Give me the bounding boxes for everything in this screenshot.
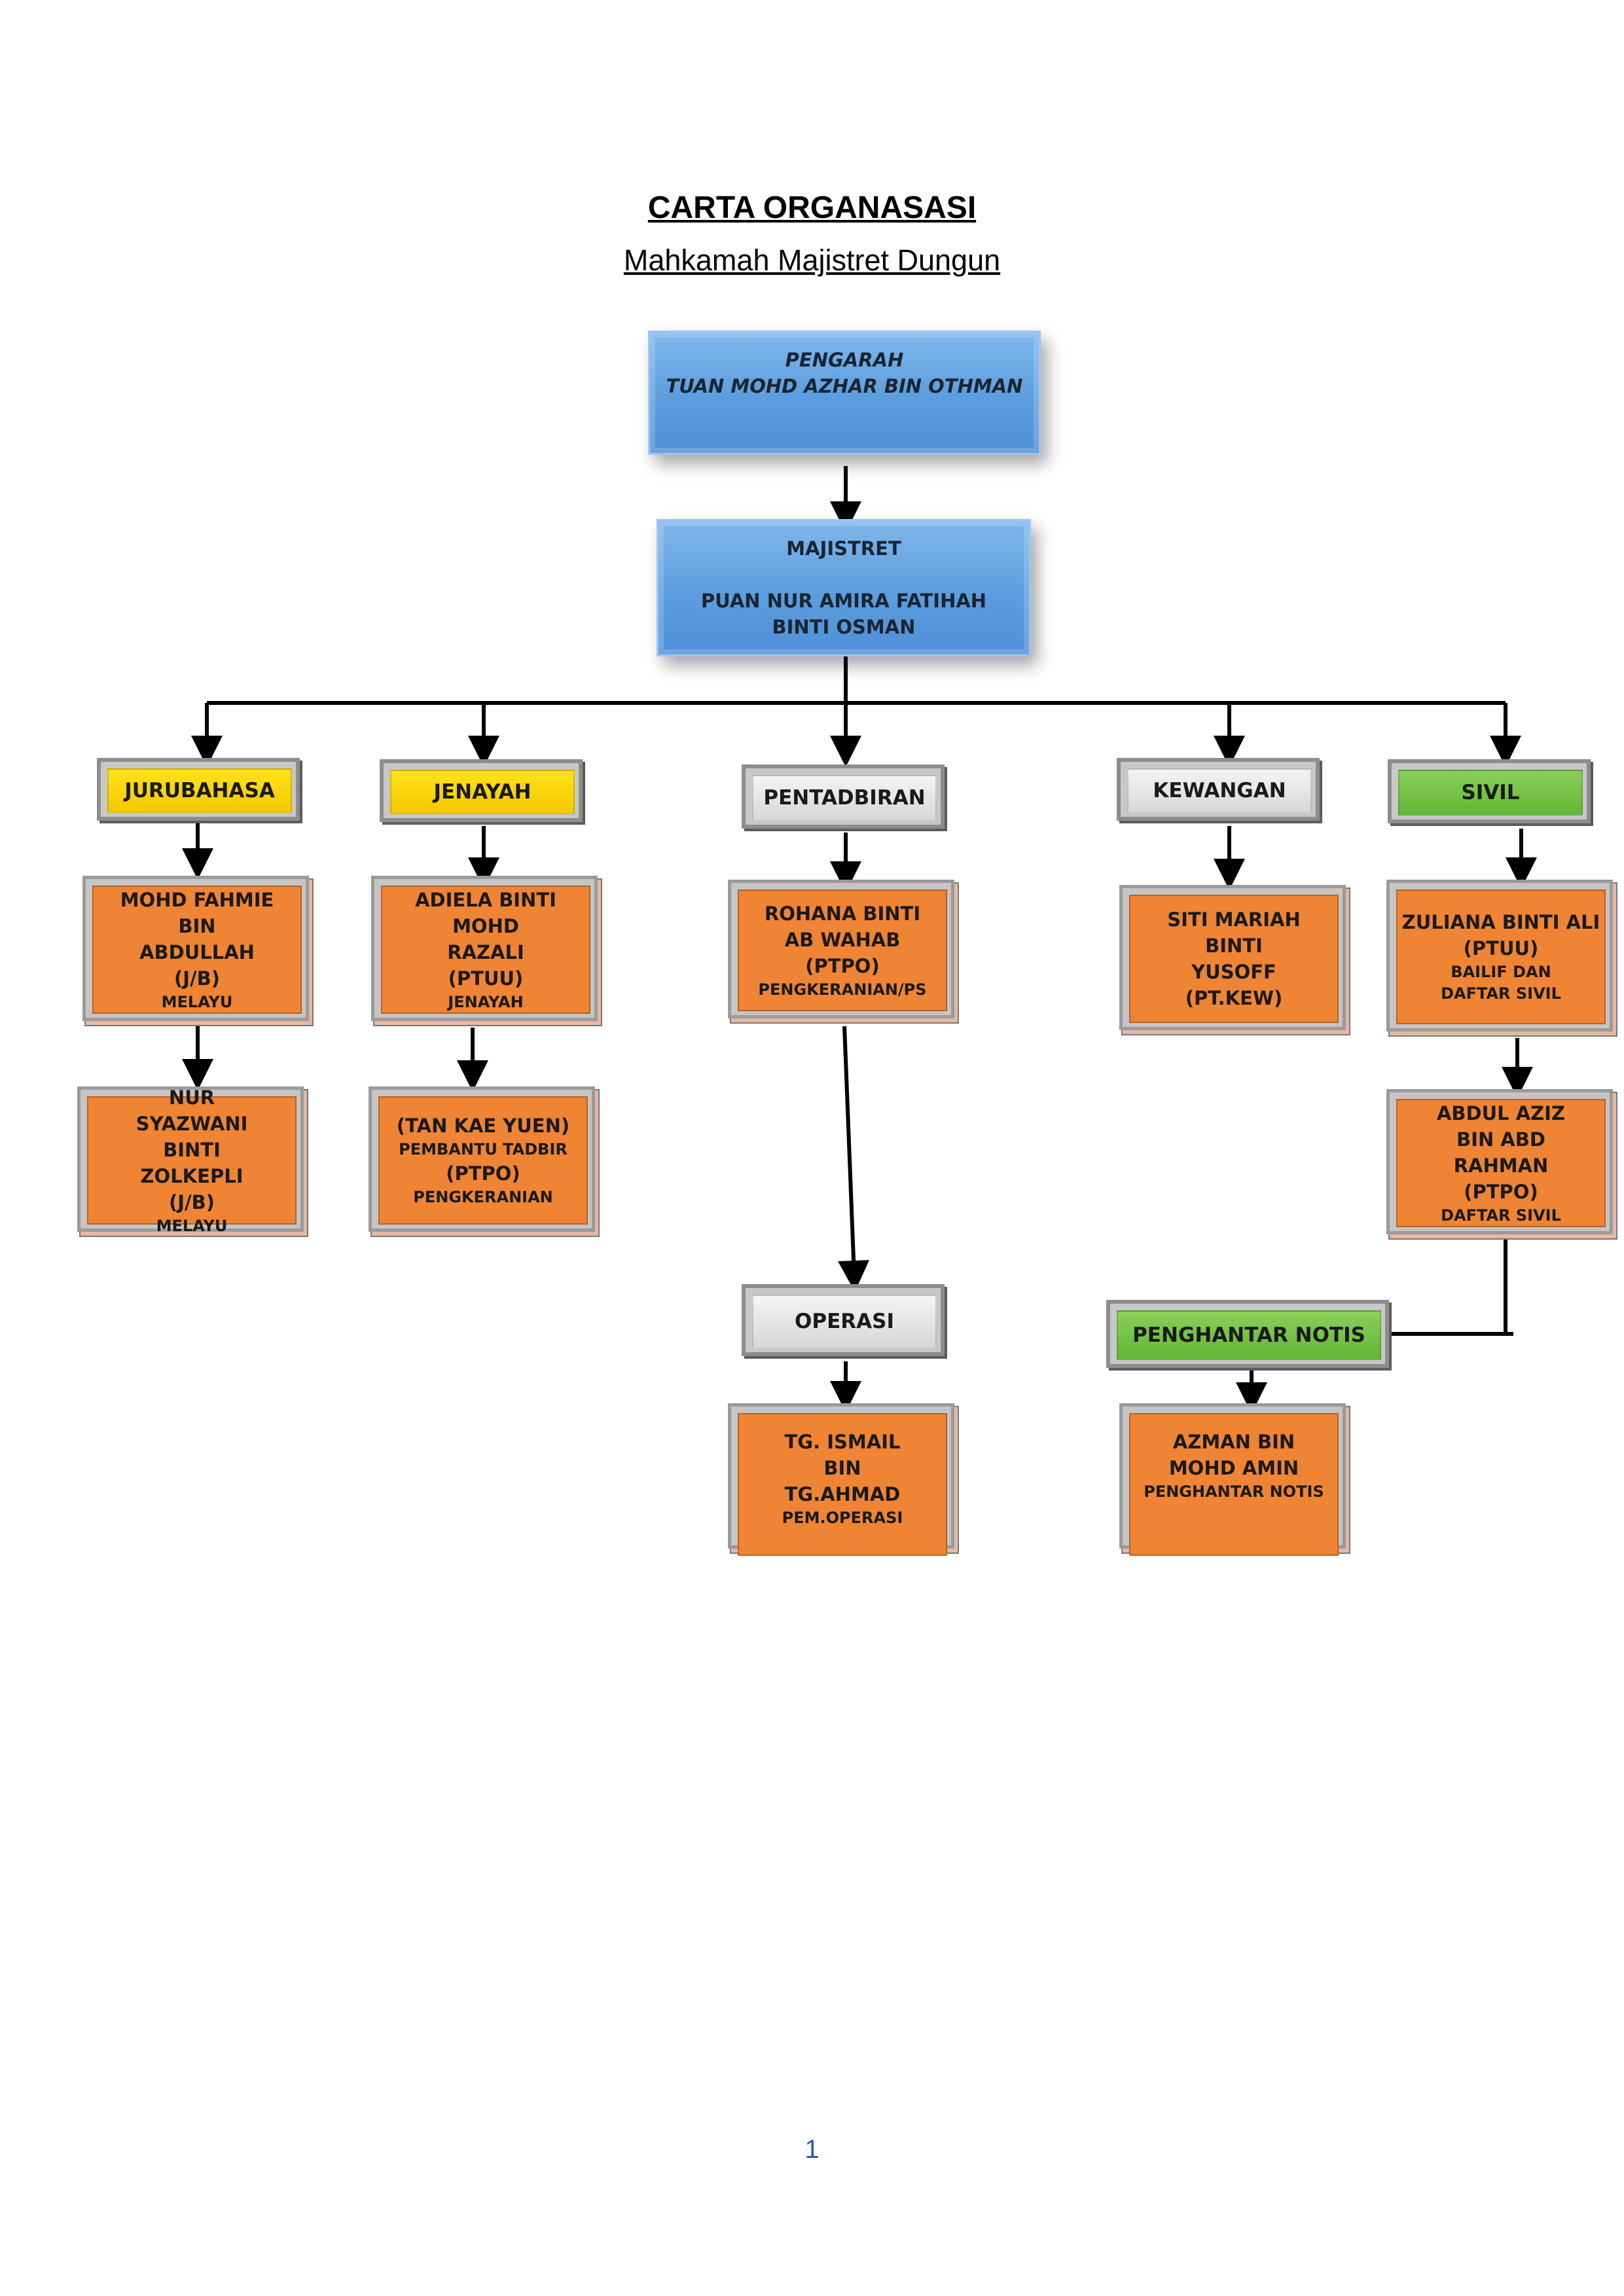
staff-name: SITI MARIAH BINTI YUSOFF bbox=[1167, 908, 1301, 983]
staff-post: PENGKERANIAN bbox=[413, 1188, 553, 1206]
staff-post: MELAYU bbox=[161, 992, 233, 1011]
unit-sivil: SIVIL bbox=[1388, 759, 1591, 823]
staff-post: DAFTAR SIVIL bbox=[1441, 1206, 1561, 1225]
page-number: 1 bbox=[804, 2135, 820, 2164]
unit-pentadbiran: PENTADBIRAN bbox=[742, 764, 945, 829]
staff-aziz: ABDUL AZIZ BIN ABD RAHMAN (PTPO) DAFTAR … bbox=[1386, 1089, 1613, 1234]
staff-name: ROHANA BINTI AB WAHAB bbox=[764, 902, 921, 951]
magistrate-name: PUAN NUR AMIRA FATIHAH BINTI OSMAN bbox=[700, 590, 987, 638]
arrow-rohana-to-operasi bbox=[838, 1026, 870, 1292]
unit-kewangan: KEWANGAN bbox=[1117, 758, 1320, 821]
staff-post: PENGKERANIAN/PS bbox=[758, 980, 927, 999]
unit-operasi: OPERASI bbox=[742, 1284, 945, 1356]
magistrate-box: MAJISTRET PUAN NUR AMIRA FATIHAH BINTI O… bbox=[657, 519, 1031, 656]
staff-name: MOHD FAHMIE BIN ABDULLAH bbox=[120, 888, 274, 963]
staff-fahmie: MOHD FAHMIE BIN ABDULLAH (J/B) MELAYU bbox=[82, 876, 309, 1021]
staff-post: PENGHANTAR NOTIS bbox=[1144, 1482, 1324, 1501]
staff-post: MELAYU bbox=[156, 1216, 228, 1235]
staff-grade: (J/B) bbox=[169, 1191, 215, 1213]
staff-tan: (TAN KAE YUEN) PEMBANTU TADBIR (PTPO) PE… bbox=[369, 1086, 595, 1232]
staff-post-title: PEMBANTU TADBIR bbox=[399, 1140, 568, 1158]
director-name: TUAN MOHD AZHAR BIN OTHMAN bbox=[666, 375, 1023, 397]
staff-post: BAILIF DAN DAFTAR SIVIL bbox=[1441, 963, 1561, 1003]
director-role: PENGARAH bbox=[785, 349, 904, 371]
staff-zuliana: ZULIANA BINTI ALI (PTUU) BAILIF DAN DAFT… bbox=[1386, 880, 1613, 1031]
unit-penghantar-notis-label: PENGHANTAR NOTIS bbox=[1117, 1310, 1381, 1360]
director-box: PENGARAH TUAN MOHD AZHAR BIN OTHMAN bbox=[648, 331, 1041, 455]
staff-grade: (J/B) bbox=[174, 967, 220, 990]
staff-ismail: TG. ISMAIL BIN TG.AHMAD PEM.OPERASI bbox=[728, 1403, 954, 1556]
unit-sivil-label: SIVIL bbox=[1398, 770, 1583, 816]
magistrate-role: MAJISTRET bbox=[786, 537, 901, 560]
staff-grade: (PTPO) bbox=[446, 1162, 520, 1185]
page-title: CARTA ORGANASASI bbox=[647, 190, 977, 225]
page-subtitle: Mahkamah Majistret Dungun bbox=[623, 243, 1001, 277]
staff-name: TG. ISMAIL BIN TG.AHMAD bbox=[784, 1431, 901, 1505]
staff-post: JENAYAH bbox=[448, 992, 524, 1011]
unit-pentadbiran-label: PENTADBIRAN bbox=[752, 775, 937, 821]
unit-kewangan-label: KEWANGAN bbox=[1127, 768, 1312, 813]
staff-name: ZULIANA BINTI ALI bbox=[1401, 911, 1600, 933]
staff-azman: AZMAN BIN MOHD AMIN PENGHANTAR NOTIS bbox=[1119, 1403, 1346, 1556]
staff-grade: (PTUU) bbox=[1463, 937, 1539, 960]
staff-rohana: ROHANA BINTI AB WAHAB (PTPO) PENGKERANIA… bbox=[728, 880, 954, 1018]
staff-grade: (PTUU) bbox=[448, 967, 524, 990]
staff-name: ADIELA BINTI MOHD RAZALI bbox=[415, 888, 556, 963]
staff-name: ABDUL AZIZ BIN ABD RAHMAN bbox=[1436, 1102, 1566, 1177]
staff-grade: (PTPO) bbox=[1464, 1180, 1538, 1203]
staff-adiela: ADIELA BINTI MOHD RAZALI (PTUU) JENAYAH bbox=[371, 876, 598, 1021]
unit-jurubahasa-label: JURUBAHASA bbox=[107, 768, 292, 813]
staff-syazwani: NUR SYAZWANI BINTI ZOLKEPLI (J/B) MELAYU bbox=[77, 1086, 304, 1235]
unit-jenayah: JENAYAH bbox=[380, 759, 583, 822]
staff-name: NUR SYAZWANI BINTI ZOLKEPLI bbox=[135, 1086, 248, 1187]
unit-jurubahasa: JURUBAHASA bbox=[97, 758, 300, 821]
unit-jenayah-label: JENAYAH bbox=[390, 770, 575, 814]
staff-siti: SITI MARIAH BINTI YUSOFF (PT.KEW) bbox=[1119, 885, 1346, 1030]
staff-grade: (PT.KEW) bbox=[1185, 987, 1283, 1009]
staff-grade: (PTPO) bbox=[805, 954, 880, 977]
staff-name: (TAN KAE YUEN) bbox=[396, 1115, 570, 1137]
unit-penghantar-notis: PENGHANTAR NOTIS bbox=[1106, 1300, 1389, 1368]
staff-name: AZMAN BIN MOHD AMIN bbox=[1168, 1431, 1299, 1479]
staff-post: PEM.OPERASI bbox=[782, 1509, 903, 1527]
unit-operasi-label: OPERASI bbox=[752, 1295, 937, 1348]
